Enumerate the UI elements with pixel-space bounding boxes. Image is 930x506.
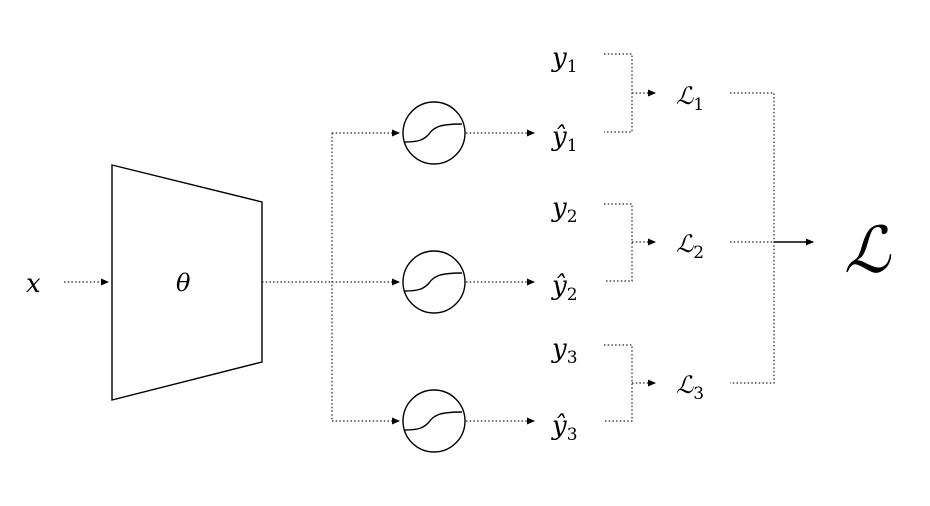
input-label: x <box>26 269 41 299</box>
loss-aggregation <box>730 92 814 384</box>
network-parameter-label: θ <box>176 269 191 297</box>
target-label-2: y2 <box>551 193 578 227</box>
loss-bracket-2 <box>604 203 656 282</box>
activation-head-3 <box>402 389 466 453</box>
loss-label-2: ℒ2 <box>676 230 704 263</box>
target-label-3: y3 <box>551 334 578 368</box>
prediction-label-1: ŷ1 <box>551 122 578 156</box>
loss-bracket-1 <box>604 53 656 133</box>
prediction-label-3: ŷ3 <box>551 411 578 445</box>
prediction-label-2: ŷ2 <box>551 271 578 305</box>
loss-bracket-3 <box>604 344 656 422</box>
sigmoid-curve-icon <box>404 411 463 431</box>
target-label-1: y1 <box>551 43 578 77</box>
total-loss-label: ℒ <box>844 214 892 288</box>
network-block <box>111 164 263 401</box>
activation-head-1 <box>402 101 466 165</box>
sigmoid-curve-icon <box>404 272 463 292</box>
loss-label-3: ℒ3 <box>676 371 704 404</box>
loss-label-1: ℒ1 <box>676 82 704 115</box>
activation-head-2 <box>402 250 466 314</box>
sigmoid-curve-icon <box>404 123 463 143</box>
